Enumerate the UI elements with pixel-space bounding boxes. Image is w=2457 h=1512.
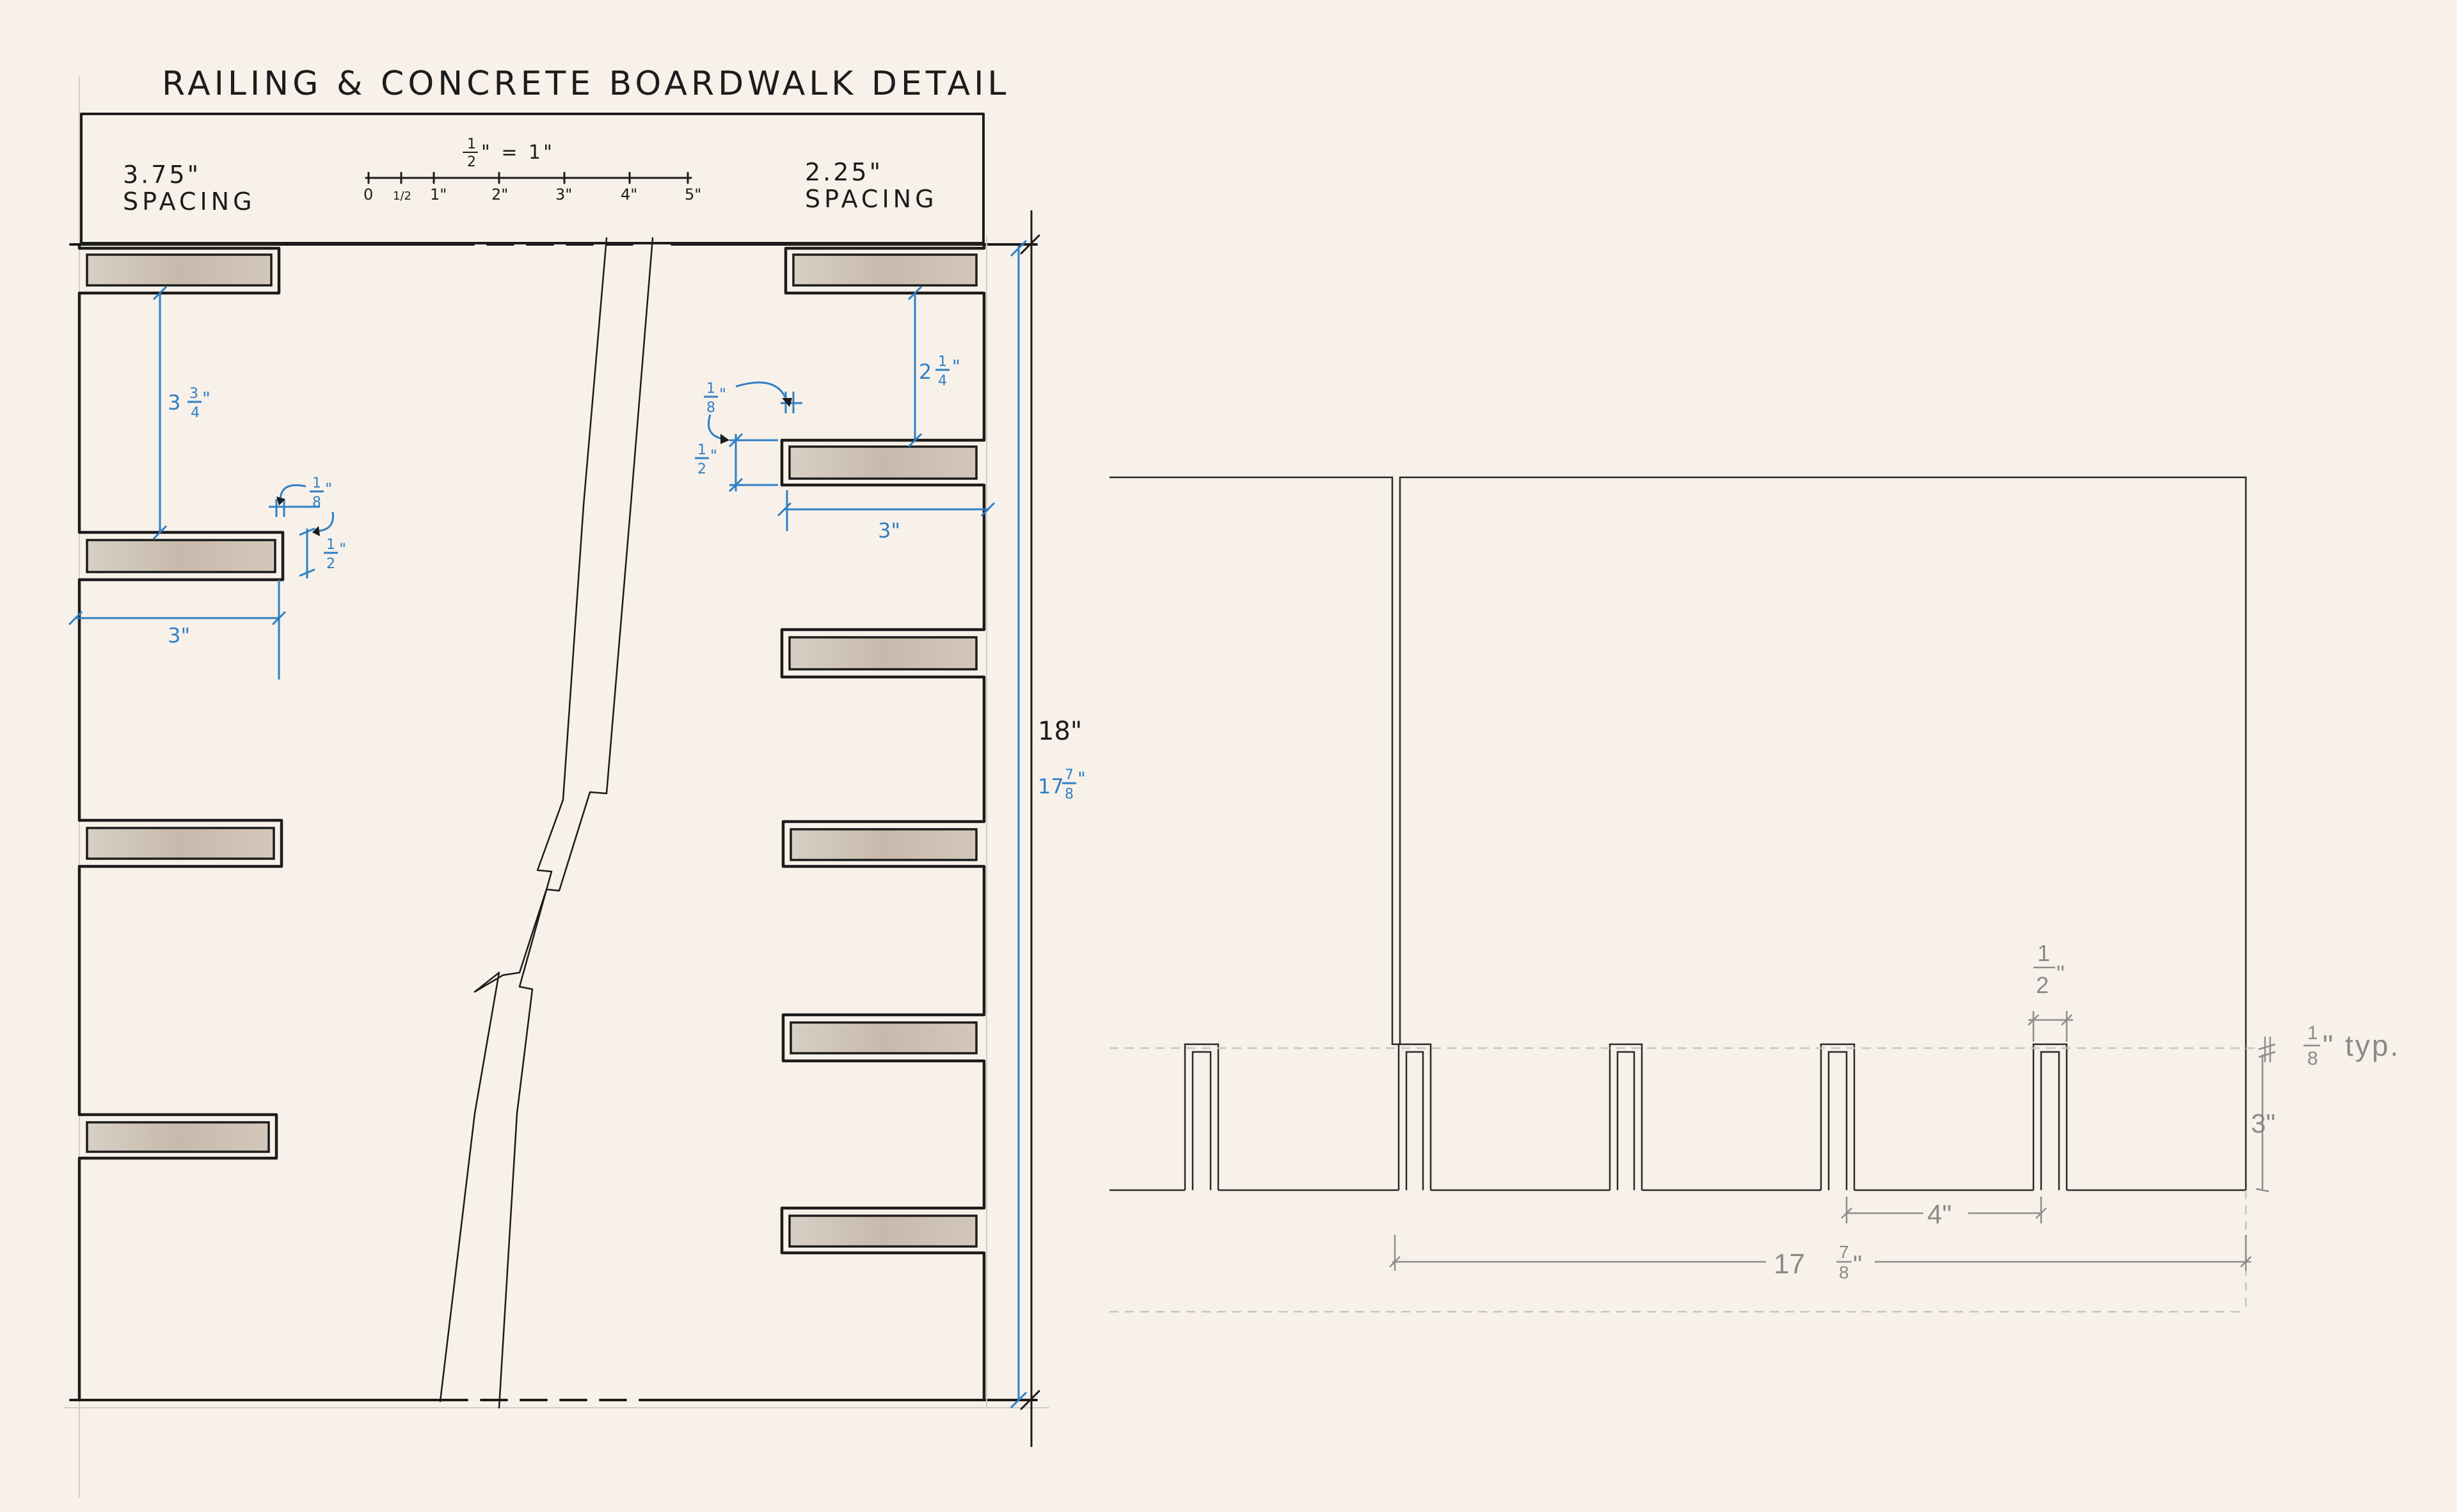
- scale-tick-0: 0: [363, 186, 373, 203]
- post-width-numerator: 1: [2037, 940, 2050, 966]
- left-gap-whole: 3: [168, 390, 180, 415]
- post-width-dimension: 1 2 ": [2028, 940, 2073, 1042]
- total-whole: 17: [1774, 1248, 1805, 1280]
- plank: [86, 827, 275, 860]
- left-depth-numerator: 1: [326, 537, 335, 553]
- right-planks: [788, 253, 978, 1248]
- left-depth-unit: ": [339, 540, 346, 558]
- scale-tick-3: 3": [555, 186, 572, 203]
- right-thickness-unit: ": [719, 385, 726, 403]
- right-gap-denominator: 4: [938, 373, 947, 389]
- wall-denominator: 8: [2307, 1048, 2318, 1069]
- post-height-dimension: 3": [2251, 1054, 2275, 1193]
- left-planks: [86, 253, 276, 1153]
- left-thickness-numerator: 1: [312, 475, 321, 491]
- post-width-denominator: 2: [2036, 972, 2049, 998]
- right-slab-edge: [780, 243, 986, 1402]
- plank: [86, 1121, 270, 1153]
- right-spacing-word: SPACING: [805, 185, 938, 213]
- left-spacing-word: SPACING: [123, 187, 256, 216]
- plank: [788, 636, 978, 671]
- right-depth-unit: ": [710, 447, 717, 465]
- scale-tick-half: 1/2: [393, 189, 411, 203]
- overall-dimension: 18" 17 7 8 ": [1010, 210, 1086, 1447]
- plank: [790, 1021, 978, 1054]
- overall-actual-whole: 17: [1038, 774, 1064, 799]
- right-spacing-value: 2.25": [805, 158, 883, 186]
- scale-tick-4: 4": [621, 186, 637, 203]
- left-gap-denominator: 4: [191, 405, 200, 421]
- post: [2032, 1043, 2068, 1190]
- scale-bar: 1 2 " = 1" 0 1/2 1" 2" 3" 4" 5": [363, 136, 701, 203]
- wall-unit: " typ.: [2323, 1029, 2400, 1062]
- post: [1184, 1043, 1220, 1190]
- wall-thickness-dimension: 1 8 " typ.: [2258, 1023, 2400, 1069]
- right-slot-width: 3": [878, 518, 900, 543]
- post-width-unit: ": [2056, 960, 2065, 987]
- left-thickness-unit: ": [325, 480, 332, 498]
- right-gap-numerator: 1: [938, 354, 947, 370]
- right-depth-numerator: 1: [697, 442, 706, 458]
- total-width-dimension: 17 7 8 ": [1389, 1235, 2252, 1282]
- right-thickness-numerator: 1: [706, 381, 715, 397]
- left-slot-width: 3": [168, 623, 190, 648]
- left-thickness-denominator: 8: [312, 495, 321, 511]
- left-slab-edge: [77, 243, 285, 1402]
- post-spacing-value: 4": [1927, 1199, 1952, 1229]
- left-spacing-value: 3.75": [123, 161, 201, 189]
- scale-tick-2: 2": [491, 186, 508, 203]
- wall-numerator: 1: [2307, 1023, 2318, 1044]
- plank: [86, 253, 273, 287]
- post: [1820, 1043, 1856, 1190]
- scale-tick-5: 5": [685, 186, 701, 203]
- plan-view: 3.75" SPACING 2.25" SPACING 1 2 " = 1" 0…: [64, 77, 1086, 1497]
- total-unit: ": [1853, 1251, 1862, 1279]
- plank: [790, 828, 978, 861]
- overall-actual-unit: ": [1077, 768, 1086, 789]
- left-gap-numerator: 3: [189, 386, 198, 402]
- break-line: [498, 237, 608, 1409]
- sheet-title: RAILING & CONCRETE BOARDWALK DETAIL: [162, 65, 1010, 103]
- total-numerator: 7: [1839, 1242, 1849, 1262]
- left-gap-unit: ": [202, 388, 211, 409]
- plank: [788, 1214, 978, 1248]
- plank: [86, 539, 276, 573]
- overall-nominal: 18": [1038, 717, 1082, 746]
- scale-tick-1: 1": [430, 186, 447, 203]
- section-outline: [1109, 476, 2247, 1190]
- post: [1397, 1043, 1432, 1190]
- right-gap-whole: 2: [919, 360, 932, 384]
- right-thickness-denominator: 8: [706, 400, 715, 416]
- right-gap-unit: ": [952, 356, 960, 377]
- overall-actual-denominator: 8: [1065, 786, 1074, 802]
- plank: [788, 445, 978, 480]
- post-height-value: 3": [2251, 1108, 2275, 1138]
- left-depth-denominator: 2: [326, 556, 335, 572]
- scale-label-numerator: 1: [467, 136, 476, 152]
- total-denominator: 8: [1839, 1262, 1849, 1282]
- scale-label-denominator: 2: [467, 154, 476, 170]
- scale-label-rest: " = 1": [481, 141, 555, 164]
- post-spacing-dimension: 4": [1841, 1197, 2047, 1229]
- plank: [792, 253, 978, 287]
- right-dimensions: 2 1 4 " 3" 1 8 " 1: [695, 285, 996, 543]
- overall-actual-numerator: 7: [1065, 767, 1074, 783]
- posts: [1184, 1043, 2068, 1190]
- left-dimensions: 3 3 4 " 3" 1 8 " 1 2: [68, 285, 346, 680]
- section-view: 1 2 " 1 8 " typ. 3": [1109, 476, 2400, 1313]
- right-depth-denominator: 2: [697, 461, 706, 477]
- post: [1609, 1043, 1643, 1190]
